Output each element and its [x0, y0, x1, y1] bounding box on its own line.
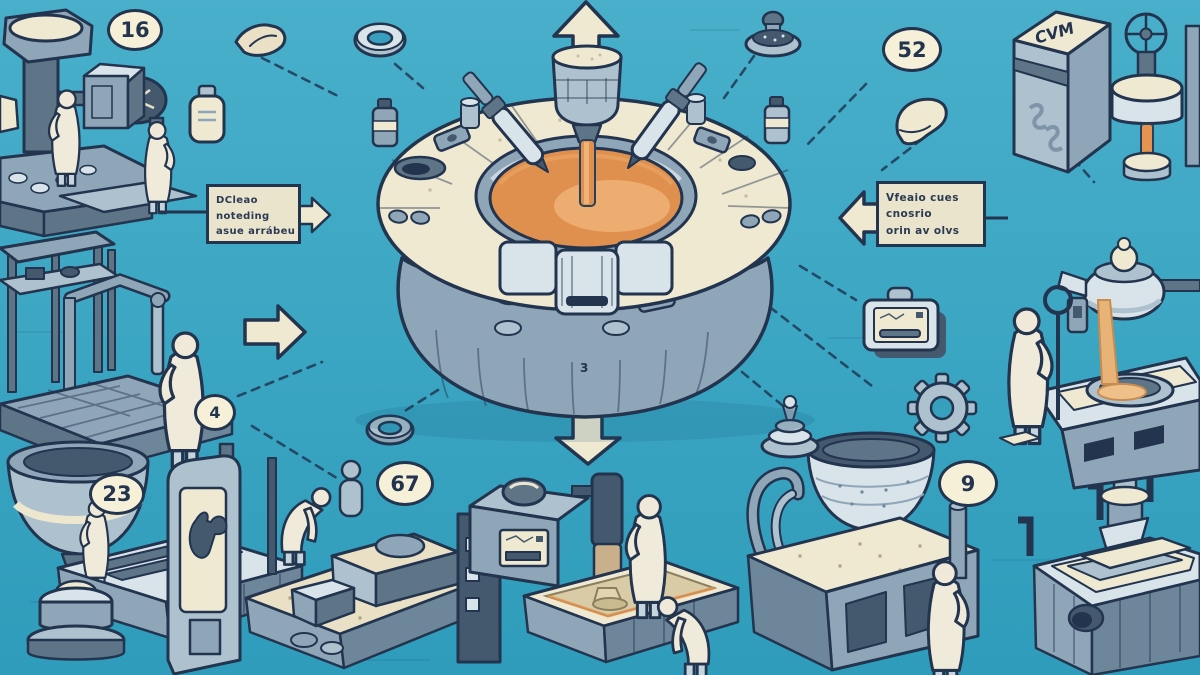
step-badge-23: 23 — [89, 473, 145, 515]
sampling-tower-scene — [0, 8, 198, 238]
sand-mold-scene — [244, 457, 474, 670]
molten-stream — [1096, 299, 1120, 385]
process-label-left: DCleao noteding asue arrábeu — [206, 184, 301, 244]
step-badge-67: 67 — [376, 461, 434, 506]
card-reader-device — [862, 286, 946, 358]
label-line: orin av olvs — [886, 224, 960, 237]
ring-gasket-top — [353, 22, 407, 58]
crucible-mark: 3 — [580, 361, 588, 375]
pour-cylinder — [590, 472, 624, 548]
label-line: noteding — [216, 210, 270, 222]
flask-bottle — [188, 84, 226, 144]
ring-gasket-bottom — [365, 414, 415, 446]
step-badge-52-value: 52 — [897, 37, 927, 62]
small-cabinet — [82, 74, 130, 130]
cloth-patch — [234, 23, 287, 57]
step-badge-4-value: 4 — [209, 403, 221, 422]
pipette-tool-left — [462, 71, 549, 173]
mannequin-figure — [338, 478, 364, 518]
step-badge-9: 9 — [938, 460, 998, 507]
step-badge-16: 16 — [107, 9, 163, 51]
right-arrow — [243, 304, 307, 360]
small-right-arrow — [297, 196, 332, 234]
crucible-assembly: 3 — [355, 0, 815, 466]
signboard-panel — [166, 442, 242, 675]
spray-can-left — [371, 98, 399, 148]
label-line: asue arrábeu — [216, 226, 296, 237]
label-line: Vfeaio cues — [886, 192, 959, 204]
pouring-kettle-scene — [999, 237, 1200, 490]
table-speckles — [798, 542, 922, 572]
label-line: cnosrio — [886, 208, 932, 221]
gauge-wheel-icon — [1043, 285, 1073, 315]
step-badge-9-value: 9 — [960, 471, 976, 496]
casting-station-scene — [456, 472, 740, 675]
label-line: DCleao — [216, 195, 258, 206]
bowl-texture-dots — [838, 480, 910, 508]
pipette-tool-right — [627, 62, 707, 169]
gear-icon — [906, 372, 978, 444]
grinder-machine — [1110, 12, 1200, 182]
step-badge-23-value: 23 — [102, 482, 132, 506]
funnel-stack — [760, 395, 820, 459]
stamp-tool — [744, 10, 802, 58]
process-label-right: Vfeaio cues cnosrio orin av olvs — [876, 181, 986, 247]
spray-can-right — [763, 96, 791, 145]
mixer-bowl-scene — [746, 431, 980, 675]
step-badge-67-value: 67 — [390, 471, 420, 496]
step-badge-52: 52 — [882, 27, 942, 72]
hand-glyph — [188, 511, 228, 559]
step-badge-16-value: 16 — [120, 18, 150, 42]
pour-funnel — [551, 44, 623, 207]
cvm-box-machine: CVM — [1012, 10, 1112, 174]
step-badge-4: 4 — [194, 394, 236, 431]
crucible-boot — [895, 97, 948, 146]
